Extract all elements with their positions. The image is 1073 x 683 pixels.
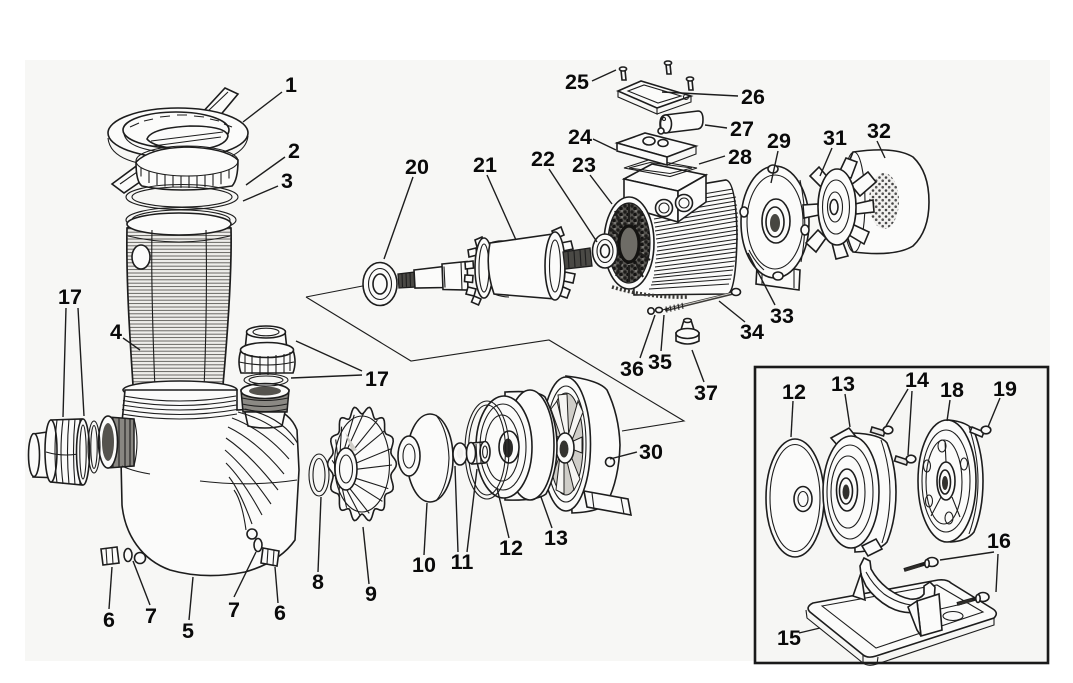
svg-text:21: 21 xyxy=(473,153,497,177)
svg-text:34: 34 xyxy=(740,320,764,344)
svg-text:20: 20 xyxy=(405,155,429,179)
svg-text:33: 33 xyxy=(770,304,794,328)
svg-text:4: 4 xyxy=(110,320,122,344)
svg-text:31: 31 xyxy=(823,126,847,150)
svg-text:17: 17 xyxy=(365,367,389,391)
svg-text:24: 24 xyxy=(568,125,592,149)
svg-text:1: 1 xyxy=(285,73,297,97)
svg-text:12: 12 xyxy=(782,380,806,404)
svg-text:16: 16 xyxy=(987,529,1011,553)
svg-text:14: 14 xyxy=(905,368,929,392)
svg-text:36: 36 xyxy=(620,357,644,381)
svg-text:17: 17 xyxy=(58,285,82,309)
svg-text:27: 27 xyxy=(730,117,754,141)
svg-text:7: 7 xyxy=(228,598,240,622)
svg-text:25: 25 xyxy=(565,70,589,94)
svg-text:30: 30 xyxy=(639,440,663,464)
svg-text:19: 19 xyxy=(993,377,1017,401)
svg-text:2: 2 xyxy=(288,139,300,163)
svg-text:11: 11 xyxy=(451,550,474,574)
svg-text:18: 18 xyxy=(940,378,964,402)
svg-text:26: 26 xyxy=(741,85,765,109)
svg-text:9: 9 xyxy=(365,582,377,606)
svg-text:10: 10 xyxy=(412,553,436,577)
svg-text:28: 28 xyxy=(728,145,752,169)
svg-text:7: 7 xyxy=(145,604,157,628)
svg-text:29: 29 xyxy=(767,129,791,153)
svg-text:3: 3 xyxy=(281,169,293,193)
svg-text:13: 13 xyxy=(831,372,855,396)
svg-text:5: 5 xyxy=(182,619,194,643)
svg-text:32: 32 xyxy=(867,119,891,143)
svg-text:6: 6 xyxy=(274,601,286,625)
svg-text:22: 22 xyxy=(531,147,555,171)
svg-text:15: 15 xyxy=(777,626,801,650)
svg-text:35: 35 xyxy=(648,350,672,374)
svg-text:6: 6 xyxy=(103,608,115,632)
svg-text:23: 23 xyxy=(572,153,596,177)
svg-text:8: 8 xyxy=(312,570,324,594)
svg-text:37: 37 xyxy=(694,381,718,405)
svg-text:13: 13 xyxy=(544,526,568,550)
svg-text:12: 12 xyxy=(499,536,523,560)
